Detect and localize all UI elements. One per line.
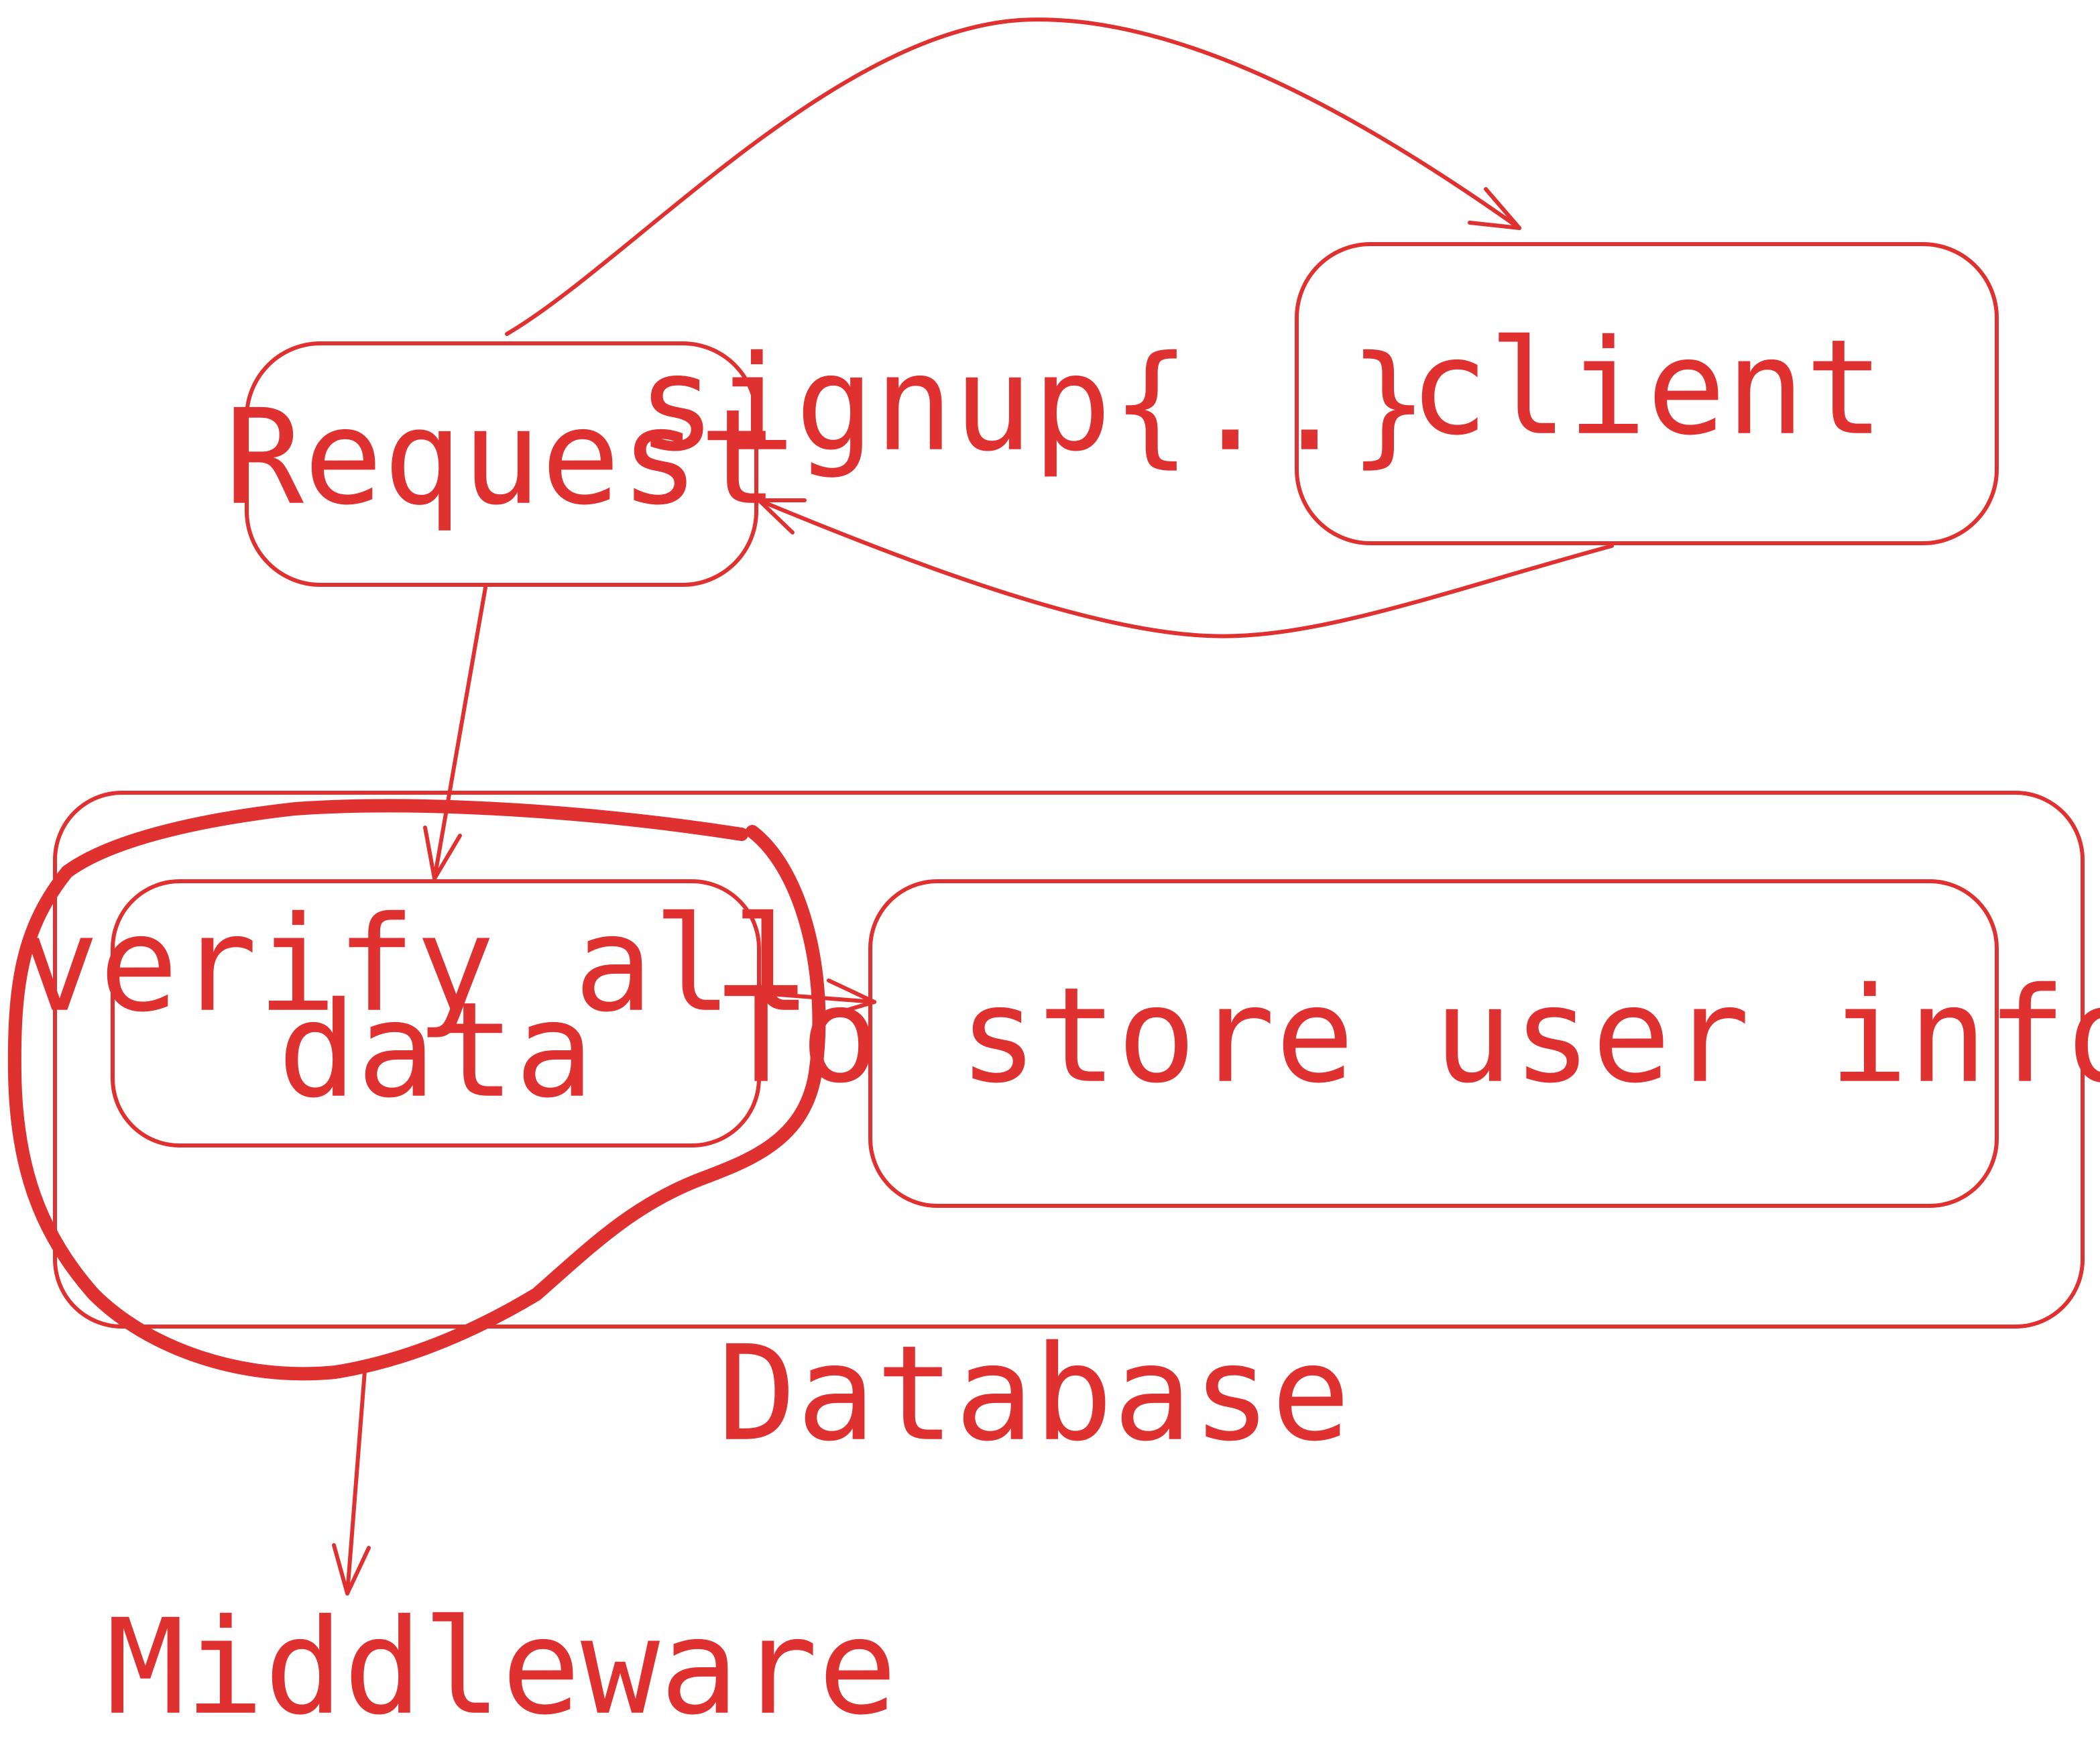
- signup-label: signup{..}: [637, 328, 1428, 481]
- arrow-request-to-verify: [432, 585, 487, 881]
- database-container: [53, 791, 2085, 1329]
- database-label: Database: [717, 1318, 1350, 1471]
- arrowhead-store: [827, 978, 876, 1017]
- store-box: [868, 879, 1999, 1208]
- client-box: [1295, 242, 1999, 545]
- middleware-label: Middleware: [106, 1591, 897, 1737]
- highlight-circle: [7, 799, 826, 1381]
- client-label: client: [1409, 312, 1884, 465]
- request-label: Request: [225, 382, 778, 535]
- arrowhead-client: [1468, 187, 1521, 230]
- arrow-circle-to-middleware: [345, 1369, 367, 1595]
- arrowhead-verify: [423, 826, 462, 881]
- request-box: [245, 341, 758, 587]
- store-label: To store user info: [721, 960, 2100, 1113]
- verify-label-line-1: verify all: [20, 889, 811, 1042]
- verify-label-line-2: data: [278, 974, 594, 1127]
- arrow-client-to-request: [757, 498, 1614, 638]
- arrowhead-request: [757, 498, 807, 535]
- verify-box: [111, 879, 761, 1147]
- arrow-request-to-client: [505, 17, 1521, 336]
- arrowhead-middleware: [332, 1543, 371, 1595]
